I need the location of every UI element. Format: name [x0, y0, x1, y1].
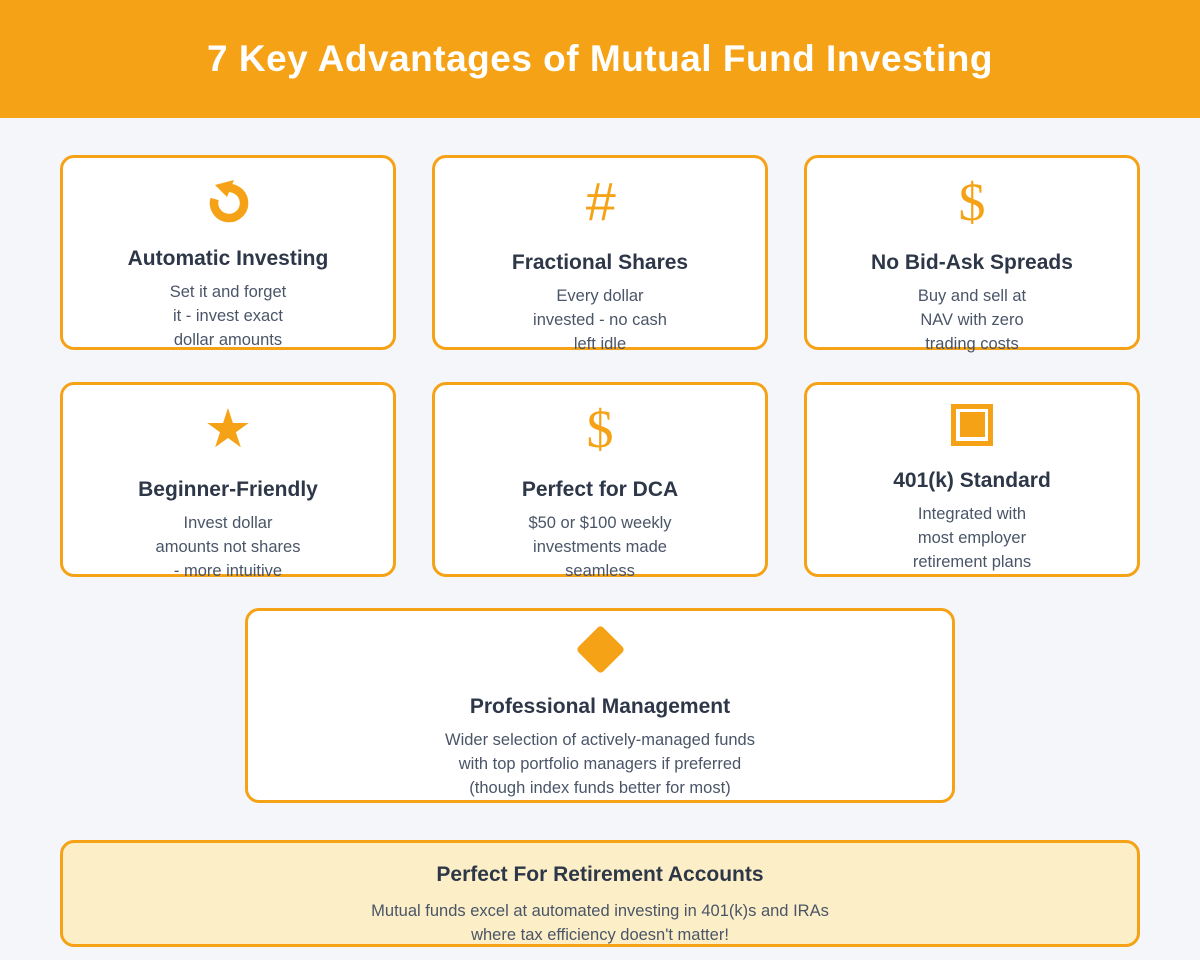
card-title: Beginner-Friendly: [138, 478, 318, 501]
dollar-icon: $: [958, 172, 986, 232]
description-line: with top portfolio managers if preferred: [458, 755, 742, 773]
description-line: Every dollar: [556, 287, 644, 305]
card-title: Professional Management: [469, 695, 731, 718]
description-line: trading costs: [925, 335, 1019, 353]
description-line: seamless: [565, 562, 635, 580]
card-description: Invest dollar amounts not shares - more …: [156, 511, 301, 583]
description-line: Buy and sell at: [917, 287, 1027, 305]
card-title: Perfect for DCA: [521, 478, 679, 501]
card-description: Wider selection of actively-managed fund…: [445, 728, 755, 800]
hash-glyph: #: [584, 172, 616, 232]
description-line: Invest dollar: [183, 514, 273, 532]
description-line: invested - no cash: [533, 311, 667, 329]
refresh-icon-svg: [209, 180, 249, 223]
description-line: investments made: [533, 538, 667, 556]
card-title: Automatic Investing: [127, 247, 329, 270]
hash-icon: #: [584, 172, 616, 232]
card-description: $50 or $100 weekly investments made seam…: [528, 511, 671, 583]
description-line: - more intuitive: [173, 562, 283, 580]
content-area: Automatic Investing Set it and forget it…: [0, 118, 1200, 947]
banner-title: Perfect For Retirement Accounts: [436, 863, 764, 886]
diamond-shape: [575, 624, 625, 675]
description-line: it - invest exact: [172, 307, 284, 325]
retirement-accounts-banner: Perfect For Retirement Accounts Mutual f…: [60, 840, 1140, 947]
page-title: 7 Key Advantages of Mutual Fund Investin…: [207, 38, 993, 79]
card-title: Fractional Shares: [511, 251, 689, 274]
description-line: Integrated with: [917, 505, 1027, 523]
description-line: $50 or $100 weekly: [528, 514, 672, 532]
square-icon: [951, 403, 993, 446]
star-icon: ★: [203, 399, 253, 459]
card-title: No Bid-Ask Spreads: [871, 251, 1073, 274]
card-professional-management: Professional Management Wider selection …: [245, 608, 955, 803]
description-line: NAV with zero: [920, 311, 1024, 329]
description-line: most employer: [917, 529, 1027, 547]
card-beginner-friendly: ★ Beginner-Friendly Invest dollar amount…: [60, 382, 396, 580]
square-fill: [959, 412, 985, 437]
header-banner: 7 Key Advantages of Mutual Fund Investin…: [0, 0, 1200, 118]
card-description: Set it and forget it - invest exact doll…: [170, 280, 287, 352]
card-fractional-shares: # Fractional Shares Every dollar investe…: [432, 155, 768, 353]
description-line: Set it and forget: [169, 283, 287, 301]
banner-description: Mutual funds excel at automated investin…: [63, 899, 1137, 947]
refresh-icon: [204, 176, 252, 224]
square-outline: [951, 403, 993, 446]
diamond-icon: [575, 624, 625, 675]
card-description: Every dollar invested - no cash left idl…: [533, 284, 667, 356]
description-line: dollar amounts: [173, 331, 283, 349]
description-line: retirement plans: [912, 553, 1032, 571]
dollar-glyph: $: [958, 172, 986, 232]
card-perfect-for-dca: $ Perfect for DCA $50 or $100 weekly inv…: [432, 382, 768, 580]
advantages-grid: Automatic Investing Set it and forget it…: [60, 155, 1140, 580]
card-401k-standard: 401(k) Standard Integrated with most emp…: [804, 382, 1140, 577]
card-no-bid-ask-spreads: $ No Bid-Ask Spreads Buy and sell at NAV…: [804, 155, 1140, 353]
dollar-icon: $: [586, 399, 614, 459]
description-line: Wider selection of actively-managed fund…: [445, 731, 755, 749]
card-title: 401(k) Standard: [893, 469, 1051, 492]
description-line: left idle: [573, 335, 627, 353]
description-line: (though index funds better for most): [469, 779, 731, 797]
card-description: Buy and sell at NAV with zero trading co…: [918, 284, 1026, 356]
description-line: Mutual funds excel at automated investin…: [371, 902, 829, 920]
dollar-glyph: $: [586, 399, 614, 459]
description-line: amounts not shares: [155, 538, 301, 556]
card-description: Integrated with most employer retirement…: [913, 502, 1031, 574]
card-automatic-investing: Automatic Investing Set it and forget it…: [60, 155, 396, 350]
star-glyph: ★: [203, 399, 253, 459]
description-line: where tax efficiency doesn't matter!: [471, 926, 729, 944]
